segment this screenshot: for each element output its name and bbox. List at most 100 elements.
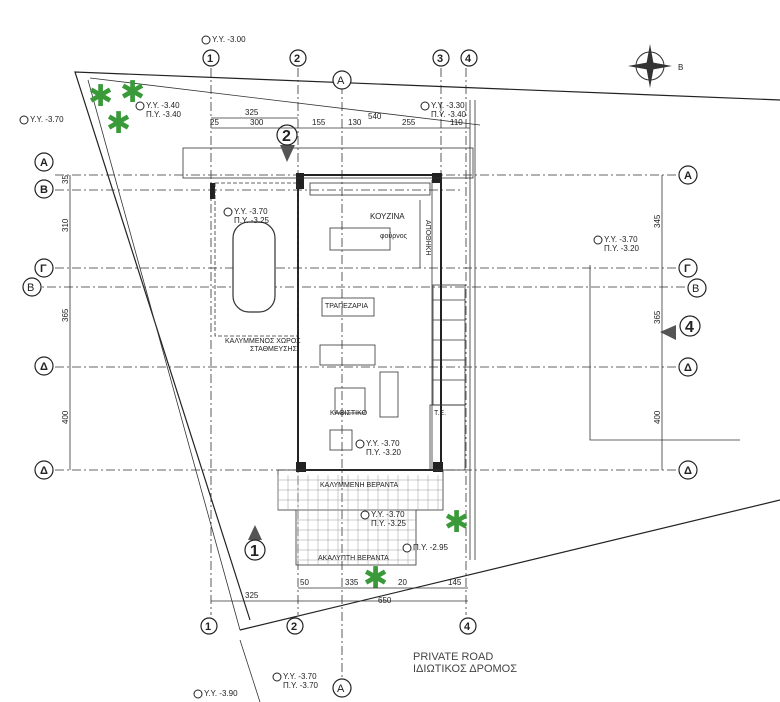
room-covered-veranda: ΚΑΛΥΜΜΕΝΗ ΒΕΡΑΝΤΑ [320, 482, 399, 489]
dimensions-left: 35 310 365 400 [61, 175, 71, 470]
level-yy: Y.Y. -3.70 [371, 510, 405, 519]
level-yy: Y.Y. -3.70 [604, 235, 638, 244]
svg-text:650: 650 [378, 596, 392, 605]
level-yy: Y.Y. -3.40 [146, 101, 180, 110]
grid-col-4-bottom: 4 [464, 621, 471, 633]
level-yy: Y.Y. -3.00 [212, 35, 246, 44]
grid-col-4: 4 [465, 53, 472, 65]
grid-col-2: 2 [294, 53, 300, 65]
grid-col-1: 1 [207, 53, 213, 65]
svg-text:325: 325 [245, 108, 259, 117]
level-icon [193, 689, 203, 699]
svg-text:400: 400 [653, 410, 662, 424]
svg-text:50: 50 [300, 578, 309, 587]
grid-column-markers: 1 2 3 4 1 2 4 [200, 49, 478, 635]
room-oven: φούρνος [380, 232, 408, 240]
level-marker: Y.Y. -3.70 [19, 115, 64, 125]
level-yy: Y.Y. -3.90 [204, 689, 238, 698]
svg-text:145: 145 [448, 578, 462, 587]
section-b-right: B [692, 283, 699, 295]
coffee-table [334, 387, 366, 414]
svg-text:ΙΔΙΩΤΙΚΟΣ ΔΡΟΜΟΣ: ΙΔΙΩΤΙΚΟΣ ΔΡΟΜΟΣ [413, 663, 517, 675]
svg-text:Α: Α [684, 170, 692, 182]
grid-row-markers-left: Α Β Γ Δ Δ [34, 152, 54, 480]
level-marker: Y.Y. -3.70Π.Y. -3.25 [360, 510, 407, 528]
sofa [319, 344, 376, 366]
level-yy: Y.Y. -3.70 [30, 115, 64, 124]
plot-boundary [74, 71, 780, 702]
level-marker: Y.Y. -3.70Π.Y. -3.20 [355, 439, 402, 457]
house-walls [182, 147, 474, 566]
svg-text:PRIVATE ROAD: PRIVATE ROAD [413, 651, 493, 663]
room-parking-2: ΣΤΑΘΜΕΥΣΗΣ [250, 346, 298, 353]
section-a-bottom: A [337, 683, 345, 695]
room-labels: ΚΟΥΖΙΝΑ φούρνος ΑΠΟΘΗΚΗ ΤΡΑΠΕΖΑΡΙΑ ΚΑΛΥΜ… [225, 212, 446, 562]
road-label: PRIVATE ROAD ΙΔΙΩΤΙΚΟΣ ΔΡΟΜΟΣ [413, 651, 517, 675]
level-yy: Y.Y. -3.30 [431, 101, 465, 110]
view-marker-4: 4 [685, 319, 694, 336]
level-py: Π.Y. -3.20 [366, 448, 402, 457]
svg-text:335: 335 [345, 578, 359, 587]
level-icon [201, 35, 211, 45]
svg-text:Α: Α [40, 157, 48, 169]
svg-text:20: 20 [398, 578, 407, 587]
level-marker: Π.Y. -2.95 [402, 543, 449, 553]
svg-text:35: 35 [61, 175, 70, 184]
level-icon [360, 510, 370, 520]
room-open-veranda: ΑΚΑΛΥΠΤΗ ΒΕΡΑΝΤΑ [318, 555, 389, 562]
level-icon [593, 235, 603, 245]
level-marker: Y.Y. -3.40Π.Y. -3.40 [135, 101, 182, 119]
svg-text:Δ: Δ [40, 465, 48, 477]
level-icon [402, 543, 412, 553]
svg-text:255: 255 [402, 118, 416, 127]
svg-text:400: 400 [61, 410, 70, 424]
svg-text:130: 130 [348, 118, 362, 127]
room-kitchen: ΚΟΥΖΙΝΑ [370, 212, 405, 221]
level-icon [223, 207, 233, 217]
level-icon [420, 101, 430, 111]
svg-text:Δ: Δ [684, 362, 692, 374]
view-marker-2: 2 [282, 128, 291, 145]
level-marker: Y.Y. -3.90 [193, 689, 238, 699]
level-yy: Y.Y. -3.70 [234, 207, 268, 216]
dimensions-top: 325 25 300 155 130 540 255 110 [210, 108, 470, 129]
sofa [379, 371, 399, 418]
room-living: ΚΑΘΙΣΤΙΚΟ [330, 410, 368, 417]
level-marker: Y.Y. -3.70Π.Y. -3.70 [272, 672, 319, 690]
level-py: Π.Y. -3.40 [431, 110, 467, 119]
room-parking: ΚΑΛΥΜΜΕΝΟΣ ΧΩΡΟΣ [225, 338, 301, 345]
room-wc: Τ.Ε. [434, 410, 446, 417]
level-marker: Y.Y. -3.70Π.Y. -3.20 [593, 235, 640, 253]
tree-icon: ✱ [106, 107, 131, 140]
svg-text:Δ: Δ [684, 465, 692, 477]
dining-table [321, 297, 375, 317]
grid-col-2-bottom: 2 [291, 621, 297, 633]
level-py: Π.Y. -3.25 [234, 216, 270, 225]
level-icon [355, 439, 365, 449]
svg-text:345: 345 [653, 214, 662, 228]
level-py: Π.Y. -3.25 [371, 519, 407, 528]
dimensions-bottom: 325 50 335 20 145 650 [211, 578, 468, 605]
svg-text:110: 110 [450, 118, 463, 127]
view-marker-1: 1 [250, 543, 259, 560]
grid-row-markers-right: Α Γ Δ Δ [678, 165, 698, 480]
level-icon [19, 115, 29, 125]
veranda-tiles [277, 475, 443, 565]
svg-text:540: 540 [368, 112, 382, 121]
tree-icon: ✱ [444, 506, 469, 539]
compass-label: B [678, 63, 683, 72]
level-icon [272, 672, 282, 682]
level-marker: Y.Y. -3.00 [201, 35, 246, 45]
level-marker: Y.Y. -3.70Π.Y. -3.25 [223, 207, 270, 225]
room-storage: ΑΠΟΘΗΚΗ [424, 220, 431, 255]
level-yy: Y.Y. -3.70 [366, 439, 400, 448]
grid-col-3: 3 [437, 53, 443, 65]
level-py: Π.Y. -2.95 [413, 543, 449, 552]
svg-text:Γ: Γ [40, 263, 47, 275]
section-b-left: B [27, 282, 34, 294]
svg-text:155: 155 [312, 118, 326, 127]
section-a-top: A [337, 75, 345, 87]
tree-icons: ✱ ✱ ✱ ✱ ✱ [88, 76, 469, 595]
svg-text:Γ: Γ [684, 263, 691, 275]
